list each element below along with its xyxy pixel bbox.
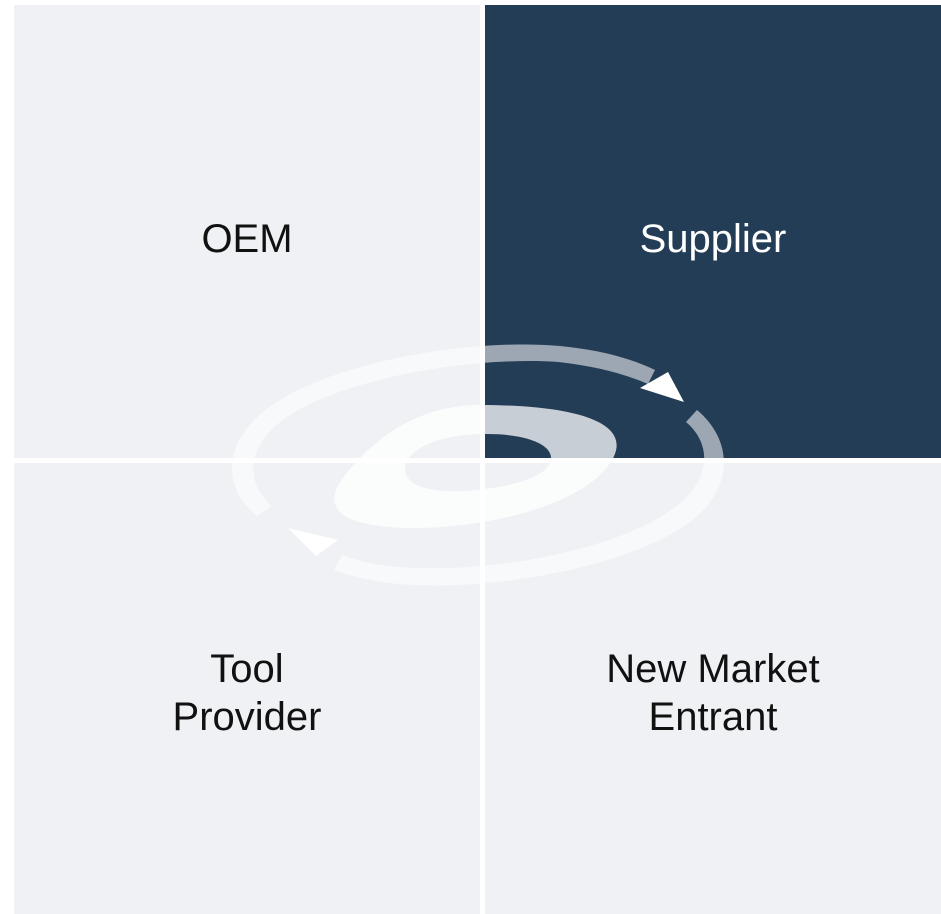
- quadrant-label-new-market-entrant: New Market Entrant: [485, 645, 941, 741]
- quadrant-label-tool-provider: Tool Provider: [14, 645, 480, 741]
- label-line: Entrant: [648, 695, 778, 739]
- quadrant-new-market-entrant: New Market Entrant: [485, 463, 941, 914]
- quadrant-tool-provider: Tool Provider: [14, 463, 480, 914]
- label-line: OEM: [201, 217, 293, 261]
- label-line: New Market: [606, 647, 820, 691]
- label-line: Provider: [172, 695, 322, 739]
- label-line: Supplier: [639, 217, 787, 261]
- quadrant-label-supplier: Supplier: [485, 215, 941, 263]
- quadrant-supplier: Supplier: [485, 5, 941, 458]
- label-line: Tool: [210, 647, 284, 691]
- quadrant-oem: OEM: [14, 5, 480, 458]
- quadrant-label-oem: OEM: [14, 215, 480, 263]
